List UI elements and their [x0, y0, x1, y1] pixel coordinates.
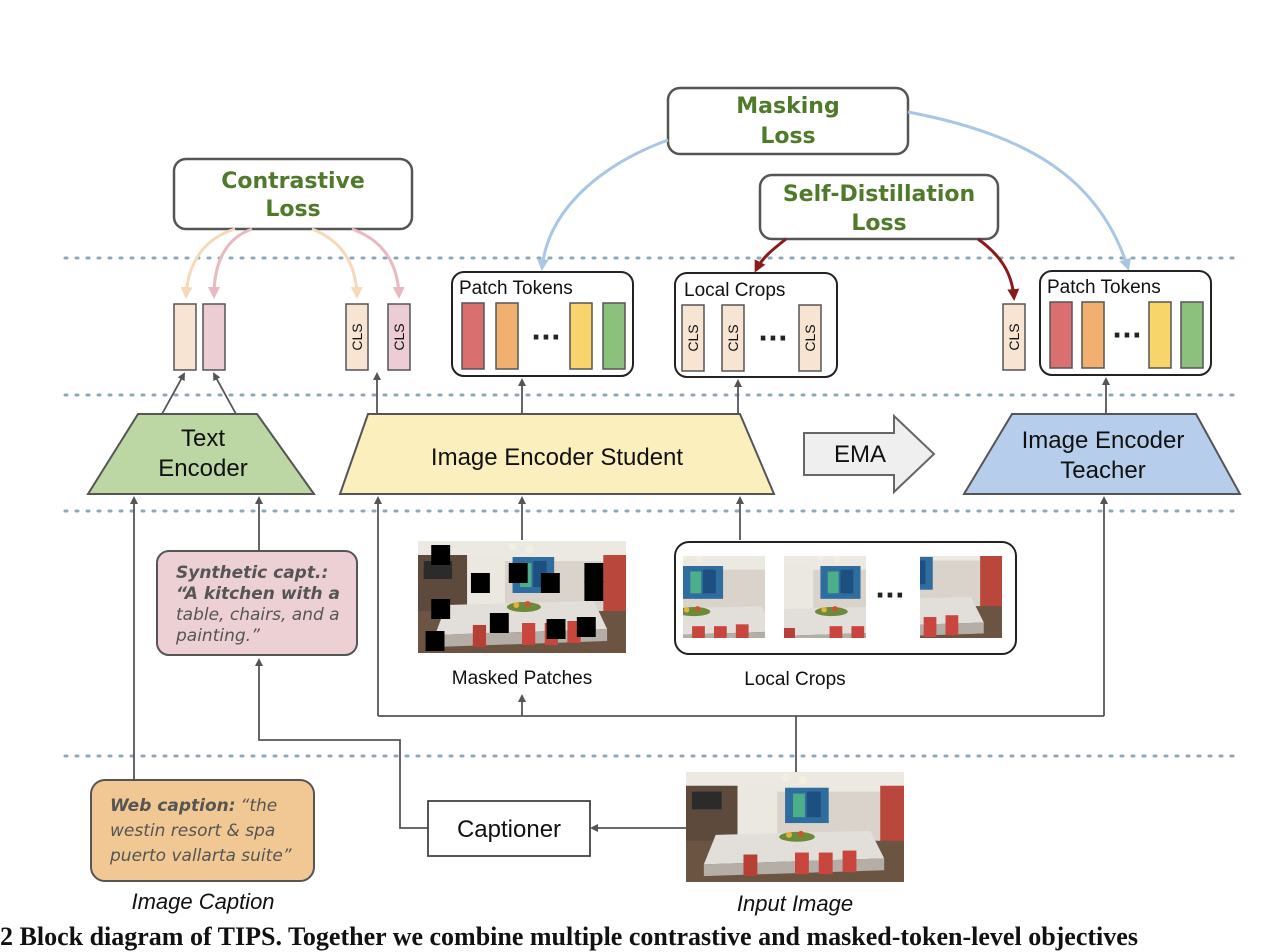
ellipsis: ···: [531, 323, 561, 353]
contrastive-arrow: [351, 227, 405, 299]
teacher-cls-token: CLS: [1002, 303, 1026, 371]
local-crops-label: Local Crops: [684, 280, 785, 301]
masked-patches-label: Masked Patches: [452, 668, 592, 689]
student-encoder-title: Image Encoder Student: [431, 444, 683, 471]
distill-arrow-teacher: [977, 237, 1020, 301]
image-encoder-student: Image Encoder Student: [338, 413, 776, 495]
text-encoder-title: Text: [181, 425, 225, 452]
masking-loss-box: Masking Loss: [666, 86, 910, 156]
cls-label: CLS: [685, 324, 701, 351]
input-image: [686, 772, 904, 882]
self-distillation-loss-box: Self-Distillation Loss: [758, 173, 1000, 241]
image-caption-label: Image Caption: [131, 889, 274, 914]
student-patch-tokens: Patch Tokens ···: [451, 271, 634, 377]
cls-label: CLS: [725, 324, 741, 351]
contrastive-arrow: [180, 227, 236, 299]
web-caption-line: “the: [241, 796, 278, 816]
ema-label: EMA: [834, 441, 886, 468]
captioner-box: Captioner: [427, 800, 591, 857]
self-distillation-loss-title: Self-Distillation: [783, 182, 975, 207]
student-cls-tokens: CLS CLS: [345, 303, 411, 371]
contrastive-arrow: [208, 227, 253, 299]
cls-label: CLS: [802, 324, 818, 351]
teacher-patch-tokens: Patch Tokens ···: [1039, 270, 1212, 376]
teacher-encoder-title: Image Encoder: [1022, 427, 1185, 454]
web-caption-line: puerto vallarta suite”: [109, 846, 292, 866]
ellipsis: ···: [875, 581, 905, 611]
contrastive-loss-box: Contrastive Loss: [172, 157, 414, 231]
masking-loss-title: Masking: [736, 94, 839, 119]
teacher-encoder-subtitle: Teacher: [1060, 457, 1145, 484]
masking-arrow-student: [536, 138, 669, 271]
connectors: [130, 372, 1110, 832]
cls-label: CLS: [391, 323, 407, 350]
ellipsis: ···: [758, 324, 788, 354]
input-image-label: Input Image: [737, 891, 853, 916]
contrastive-arrow: [311, 227, 363, 299]
contrastive-loss-title: Contrastive: [221, 169, 365, 194]
web-caption-heading: Web caption:: [110, 796, 236, 816]
synthetic-caption-line: table, chairs, and a: [176, 605, 340, 625]
separators: [63, 256, 1242, 758]
web-caption-box: Web caption:“the westin resort & spa pue…: [90, 779, 315, 882]
synthetic-caption-line: painting.”: [175, 626, 260, 646]
synthetic-caption-box: Synthetic capt.: “A kitchen with a table…: [156, 550, 358, 656]
student-local-crop-tokens: Local Crops CLS CLS ··· CLS: [674, 272, 838, 378]
cls-label: CLS: [1006, 323, 1022, 350]
patch-tokens-label: Patch Tokens: [459, 278, 573, 299]
ema-arrow: EMA: [803, 413, 936, 495]
text-encoder-subtitle: Encoder: [158, 455, 247, 482]
figure-caption-fragment: 2 Block diagram of TIPS. Together we com…: [0, 922, 1138, 951]
text-encoder: Text Encoder: [86, 413, 316, 495]
synthetic-caption-line: “A kitchen with a: [176, 584, 340, 604]
captioner-label: Captioner: [457, 816, 561, 843]
connector: [255, 658, 428, 829]
masking-arrow-teacher: [907, 110, 1131, 271]
masked-patches-image: [418, 541, 626, 653]
distill-arrow-student: [754, 237, 787, 273]
connector: [161, 372, 185, 415]
cls-label: CLS: [349, 323, 365, 350]
text-token-peach: [173, 303, 197, 371]
local-crops-caption: Local Crops: [744, 669, 845, 690]
web-caption-line: westin resort & spa: [110, 821, 275, 841]
contrastive-arrows: [180, 227, 405, 299]
text-token-pink: [202, 303, 226, 371]
image-encoder-teacher: Image Encoder Teacher: [962, 413, 1242, 495]
patch-tokens-label: Patch Tokens: [1047, 277, 1161, 298]
connector: [213, 372, 237, 415]
self-distillation-loss-subtitle: Loss: [851, 211, 906, 236]
web-caption-line: Web caption:“the: [110, 796, 277, 816]
local-crops-images: ···: [674, 541, 1017, 655]
synthetic-caption-heading: Synthetic capt.:: [176, 563, 328, 583]
contrastive-loss-subtitle: Loss: [265, 197, 320, 222]
masking-loss-subtitle: Loss: [760, 124, 815, 149]
ellipsis: ···: [1112, 321, 1142, 351]
